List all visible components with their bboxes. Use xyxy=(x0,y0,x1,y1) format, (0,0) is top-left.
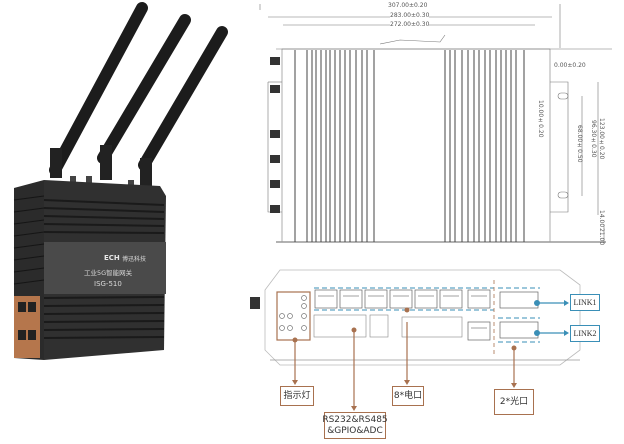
heatsink-fins-left xyxy=(294,50,375,242)
link-markers xyxy=(534,300,569,336)
link-label: LINK1 xyxy=(573,298,597,307)
terminal-blocks xyxy=(313,314,463,338)
callout-label: 8*电口 xyxy=(393,390,423,401)
rj45-ports xyxy=(314,289,491,341)
antenna-right xyxy=(138,26,228,190)
side-connectors xyxy=(270,57,280,213)
brand-logo: ECH xyxy=(104,254,120,262)
callout-ethernet-ports: 8*电口 xyxy=(392,386,424,406)
callout-dots xyxy=(292,307,517,351)
sma-connector xyxy=(70,176,76,184)
sma-connector xyxy=(86,176,92,184)
dim-bottom-gap: 21.00 xyxy=(598,228,605,246)
dim-overall-height: 123.00±0.20 xyxy=(598,118,605,160)
ethernet-group-outline xyxy=(314,287,540,343)
dim-body-length: 283.00±0.30 xyxy=(390,12,430,19)
dim-inner-length: 272.00±0.30 xyxy=(390,21,430,28)
label-panel xyxy=(44,242,166,294)
antenna-middle xyxy=(97,14,191,180)
link-label: LINK2 xyxy=(573,329,597,338)
callout-lines xyxy=(294,322,515,408)
callout-arrowheads xyxy=(292,380,517,411)
dim-flange-height: 96.30±0.30 xyxy=(590,120,597,158)
callout-label: 2*光口 xyxy=(499,396,529,407)
dim-slot-width: 0.00±0.20 xyxy=(554,62,586,69)
callout-label-line1: RS232&RS485 xyxy=(322,414,388,425)
dim-bottom-offset: 14.00 xyxy=(598,210,605,228)
sma-connector xyxy=(128,180,134,188)
product-name: 工业5G智能网关 xyxy=(84,269,133,277)
model-number: ISG-510 xyxy=(94,280,122,288)
callout-label: 指示灯 xyxy=(283,390,311,401)
dim-overall-length: 307.00±0.20 xyxy=(388,2,428,9)
link-lines xyxy=(537,302,565,334)
dim-slot-offset: 10.00±0.20 xyxy=(537,100,544,138)
callout-fiber-ports: 2*光口 xyxy=(494,389,534,415)
product-photo: ECH 博迅科技 工业5G智能网关 ISG-510 xyxy=(0,0,250,444)
power-connector xyxy=(250,297,260,309)
sfp-ports xyxy=(499,291,539,339)
antenna-left xyxy=(49,2,148,178)
gateway-device-illustration xyxy=(13,2,228,360)
dimension-drawing: 307.00±0.20 283.00±0.30 272.00±0.30 0.00… xyxy=(250,0,624,260)
dim-slot-pitch: 68.00±0.50 xyxy=(576,125,583,163)
rj45-pins xyxy=(318,295,487,329)
outline-drawing xyxy=(259,4,612,244)
link1-box: LINK1 xyxy=(570,294,600,311)
heatsink-fins-right xyxy=(444,50,525,242)
callout-label-line2: &GPIO&ADC xyxy=(327,425,383,436)
callout-indicator-lights: 指示灯 xyxy=(280,386,314,406)
brand-name-cn: 博迅科技 xyxy=(122,256,147,263)
port-diagram: 指示灯 RS232&RS485 &GPIO&ADC 8*电口 2*光口 LINK… xyxy=(250,260,624,444)
indicator-panel xyxy=(276,291,311,341)
callout-serial-gpio-adc: RS232&RS485 &GPIO&ADC xyxy=(322,412,388,439)
link2-box: LINK2 xyxy=(570,325,600,342)
port-panel-drawing xyxy=(250,269,581,411)
orange-port-panel xyxy=(14,296,40,358)
